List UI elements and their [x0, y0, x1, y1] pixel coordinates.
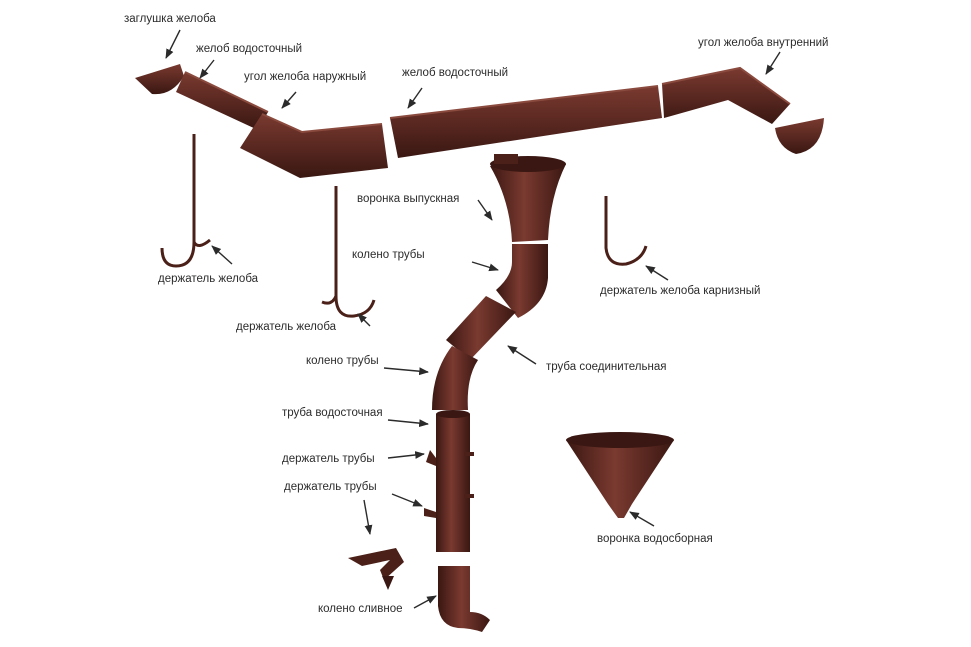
label-end-cap: заглушка желоба — [124, 13, 216, 25]
pipe-clamp — [348, 548, 404, 590]
drain-elbow — [438, 566, 490, 632]
gutter-center — [389, 85, 662, 158]
eaves-bracket — [604, 196, 648, 266]
label-outer-corner: угол желоба наружный — [244, 71, 367, 83]
connecting-pipe — [446, 296, 516, 360]
downpipe — [436, 410, 470, 552]
gutter-bracket-2 — [321, 186, 376, 318]
label-downpipe: труба водосточная — [282, 407, 383, 419]
label-pipe-elbow-top: колено трубы — [352, 249, 425, 261]
collector-funnel — [566, 432, 674, 518]
label-pipe-elbow-mid: колено трубы — [306, 355, 379, 367]
label-collector-funnel: воронка водосборная — [597, 533, 713, 545]
end-cap-right — [775, 118, 824, 154]
label-pipe-holder-1: держатель трубы — [282, 453, 375, 465]
pipe-holder-1-part — [426, 450, 474, 466]
gutter-bracket-1 — [160, 134, 211, 268]
pipe-elbow-mid — [432, 346, 478, 410]
label-gutter-left: желоб водосточный — [196, 43, 303, 55]
label-connecting-pipe: труба соединительная — [546, 361, 667, 373]
inner-corner — [661, 66, 791, 124]
label-inner-corner: угол желоба внутренний — [698, 37, 829, 49]
pointer-arrows — [165, 29, 781, 609]
label-gutter-bracket-1: держатель желоба — [158, 273, 259, 285]
label-gutter-bracket-2: держатель желоба — [236, 321, 337, 333]
pipe-holder-2-part — [424, 494, 474, 518]
outlet-funnel — [490, 154, 566, 242]
end-cap — [135, 64, 184, 95]
pipe-elbow-top — [496, 244, 548, 318]
label-eaves-bracket: держатель желоба карнизный — [600, 285, 761, 297]
outer-corner — [240, 113, 388, 178]
label-gutter-center: желоб водосточный — [402, 67, 509, 79]
label-pipe-holder-2: держатель трубы — [284, 481, 377, 493]
label-outlet-funnel: воронка выпускная — [357, 193, 460, 205]
label-drain-elbow: колено сливное — [318, 603, 403, 615]
gutter-left — [176, 71, 269, 130]
